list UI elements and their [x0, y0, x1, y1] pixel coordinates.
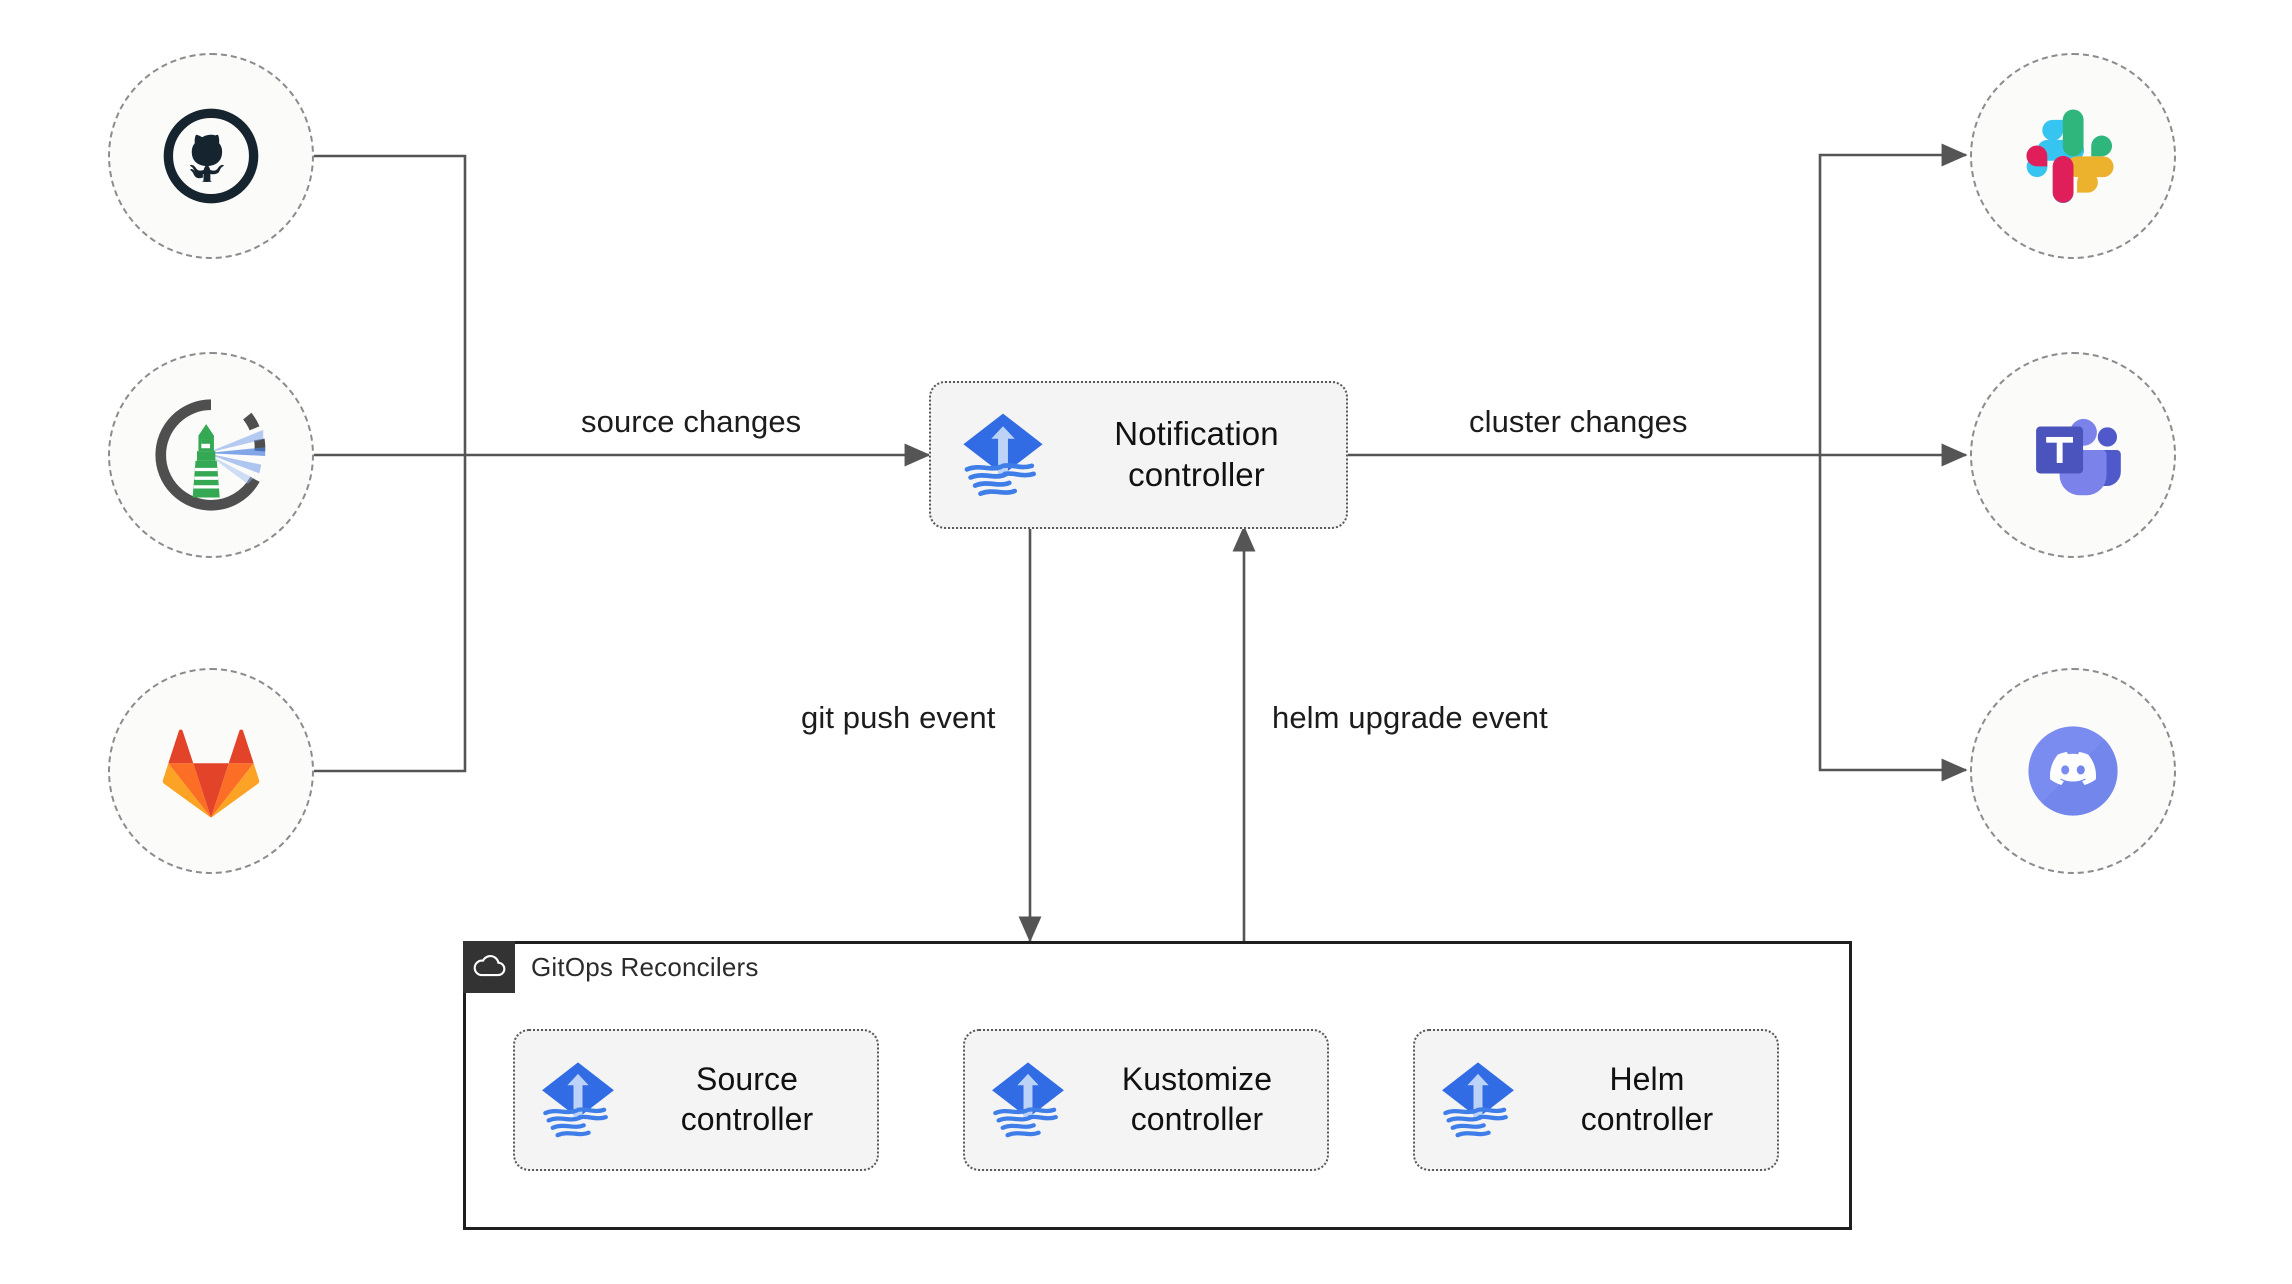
- flux-logo-icon: [949, 401, 1057, 509]
- helm-controller-box[interactable]: Helm controller: [1413, 1029, 1779, 1171]
- gitops-reconcilers-header: GitOps Reconcilers: [463, 941, 759, 993]
- notification-controller-label: Notification controller: [1114, 415, 1279, 493]
- wire-github-to-bus: [314, 154, 467, 455]
- flux-logo-icon: [1429, 1051, 1527, 1149]
- source-controller-label: Source controller: [680, 1061, 814, 1137]
- source-controller-box[interactable]: Source controller: [513, 1029, 879, 1171]
- github-icon: [159, 104, 263, 208]
- flux-logo-icon: [529, 1051, 627, 1149]
- source-node-github[interactable]: [108, 53, 314, 259]
- target-node-discord[interactable]: [1970, 668, 2176, 874]
- gitops-reconcilers-title: GitOps Reconcilers: [531, 951, 759, 982]
- source-node-flux[interactable]: [108, 352, 314, 558]
- ms-teams-icon: [2021, 406, 2125, 504]
- edge-label-helm-upgrade-event: helm upgrade event: [1272, 700, 1548, 735]
- wire-gitlab-to-bus: [314, 455, 467, 773]
- notification-controller-box[interactable]: Notification controller: [929, 381, 1348, 529]
- kustomize-controller-label: Kustomize controller: [1121, 1061, 1273, 1137]
- slack-icon: [2021, 104, 2125, 208]
- helm-controller-label: Helm controller: [1580, 1061, 1714, 1137]
- target-node-teams[interactable]: [1970, 352, 2176, 558]
- target-node-slack[interactable]: [1970, 53, 2176, 259]
- cloud-icon: [463, 941, 515, 993]
- kustomize-controller-box[interactable]: Kustomize controller: [963, 1029, 1329, 1171]
- edge-label-git-push-event: git push event: [801, 700, 996, 735]
- edge-label-cluster-changes: cluster changes: [1469, 404, 1688, 439]
- wire-bus-to-discord: [1818, 455, 1968, 782]
- source-node-gitlab[interactable]: [108, 668, 314, 874]
- edge-label-source-changes: source changes: [581, 404, 802, 439]
- flux-logo-icon: [979, 1051, 1077, 1149]
- flux-lighthouse-icon: [153, 397, 269, 513]
- gitlab-icon: [159, 722, 263, 820]
- wire-bus-to-slack: [1818, 143, 1968, 455]
- discord-icon: [2021, 719, 2125, 823]
